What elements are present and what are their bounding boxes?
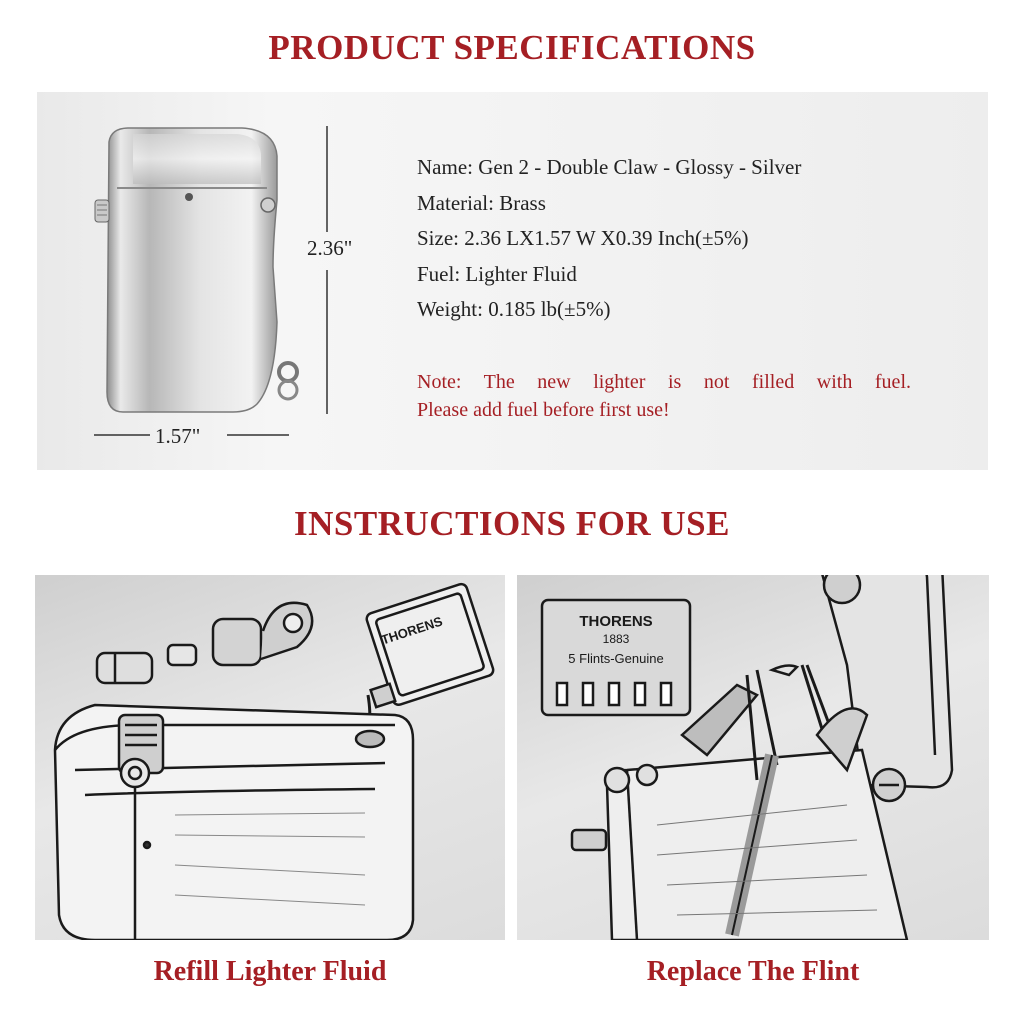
note-line-1: Note: The new lighter is not filled with… (417, 371, 911, 393)
spec-fuel: Fuel: Lighter Fluid (417, 261, 577, 286)
flint-pack-year: 1883 (602, 632, 630, 646)
spec-weight: Weight: 0.185 lb(±5%) (417, 297, 611, 321)
spec-name: Name: Gen 2 - Double Claw - Glossy - Sil… (417, 155, 802, 179)
refill-illustration-panel: THORENS (35, 575, 505, 940)
note-line-2: Please add fuel before first use! (417, 399, 670, 421)
replace-flint-caption: Replace The Flint (646, 956, 860, 987)
flint-pack-label: 5 Flints-Genuine (568, 651, 664, 666)
spec-list: Name: Gen 2 - Double Claw - Glossy - Sil… (417, 150, 917, 328)
instructions-heading: INSTRUCTIONS FOR USE (294, 504, 730, 543)
lighter-product-image (94, 126, 328, 436)
flint-pack-brand: THORENS (579, 613, 653, 630)
refill-caption: Refill Lighter Fluid (153, 956, 387, 987)
flint-illustration-panel: THORENS 1883 5 Flints-Genuine (517, 575, 989, 940)
spec-size: Size: 2.36 LX1.57 W X0.39 Inch(±5%) (417, 226, 749, 250)
width-dimension-label: 1.57" (155, 424, 201, 448)
fuel-note: Note: The new lighter is not filled with… (417, 368, 911, 424)
specifications-panel: 2.36" 1.57" (37, 92, 988, 470)
spec-material: Material: Brass (417, 190, 546, 215)
refill-illustration (53, 582, 495, 940)
product-specifications-heading: PRODUCT SPECIFICATIONS (268, 28, 756, 67)
flint-illustration (540, 575, 954, 940)
height-dimension-label: 2.36" (307, 236, 353, 260)
